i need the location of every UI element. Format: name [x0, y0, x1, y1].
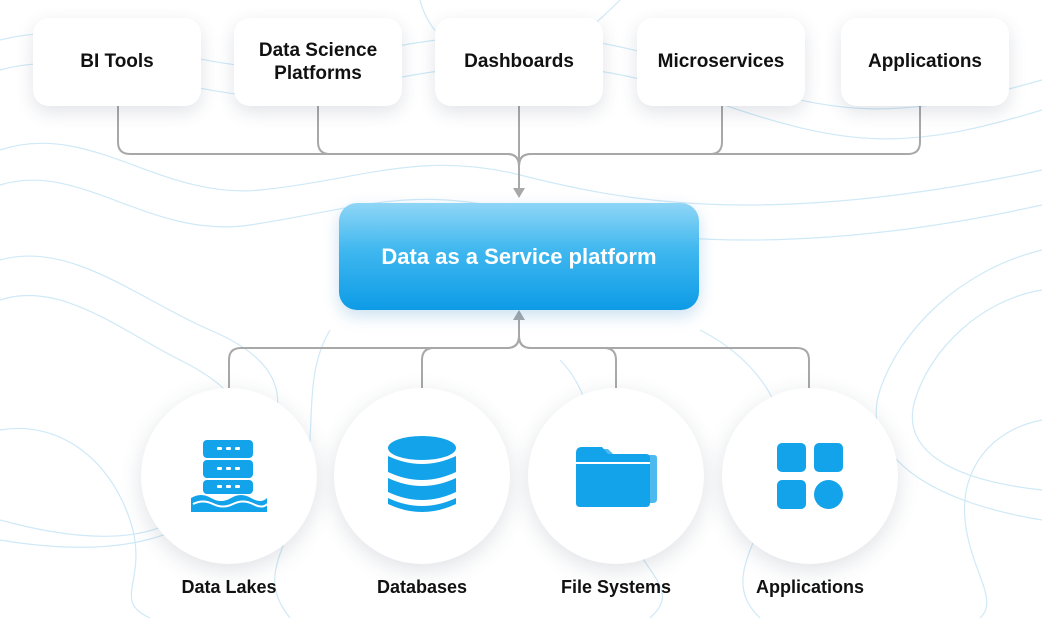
source-file-systems	[528, 388, 704, 564]
arrow-up-icon	[513, 310, 525, 320]
connector-data-lakes	[228, 318, 520, 388]
data-lake-icon	[191, 440, 268, 512]
source-databases	[334, 388, 510, 564]
folder-icon	[576, 447, 657, 507]
connector-apps-source	[518, 335, 810, 388]
connector-file-systems	[518, 335, 617, 388]
source-applications	[722, 388, 898, 564]
source-data-lakes	[141, 388, 317, 564]
consumer-bi-tools: BI Tools	[33, 18, 201, 106]
source-label-data-lakes: Data Lakes	[181, 577, 277, 597]
apps-grid-icon	[777, 443, 843, 509]
platform-box: Data as a Service platform	[339, 203, 699, 310]
source-label-applications: Applications	[755, 577, 864, 597]
connector-databases	[421, 335, 520, 388]
consumer-microservices: Microservices	[637, 18, 805, 106]
consumer-applications: Applications	[841, 18, 1009, 106]
connector-applications	[518, 106, 921, 167]
connector-data-science	[317, 106, 520, 167]
consumer-data-science-platforms: Data Science Platforms	[234, 18, 402, 106]
database-icon	[388, 436, 456, 512]
source-label-databases: Databases	[376, 577, 468, 597]
source-label-file-systems: File Systems	[560, 577, 672, 597]
arrow-down-icon	[513, 188, 525, 198]
platform-label: Data as a Service platform	[381, 243, 657, 269]
connector-microservices	[518, 106, 723, 167]
consumer-dashboards: Dashboards	[435, 18, 603, 106]
